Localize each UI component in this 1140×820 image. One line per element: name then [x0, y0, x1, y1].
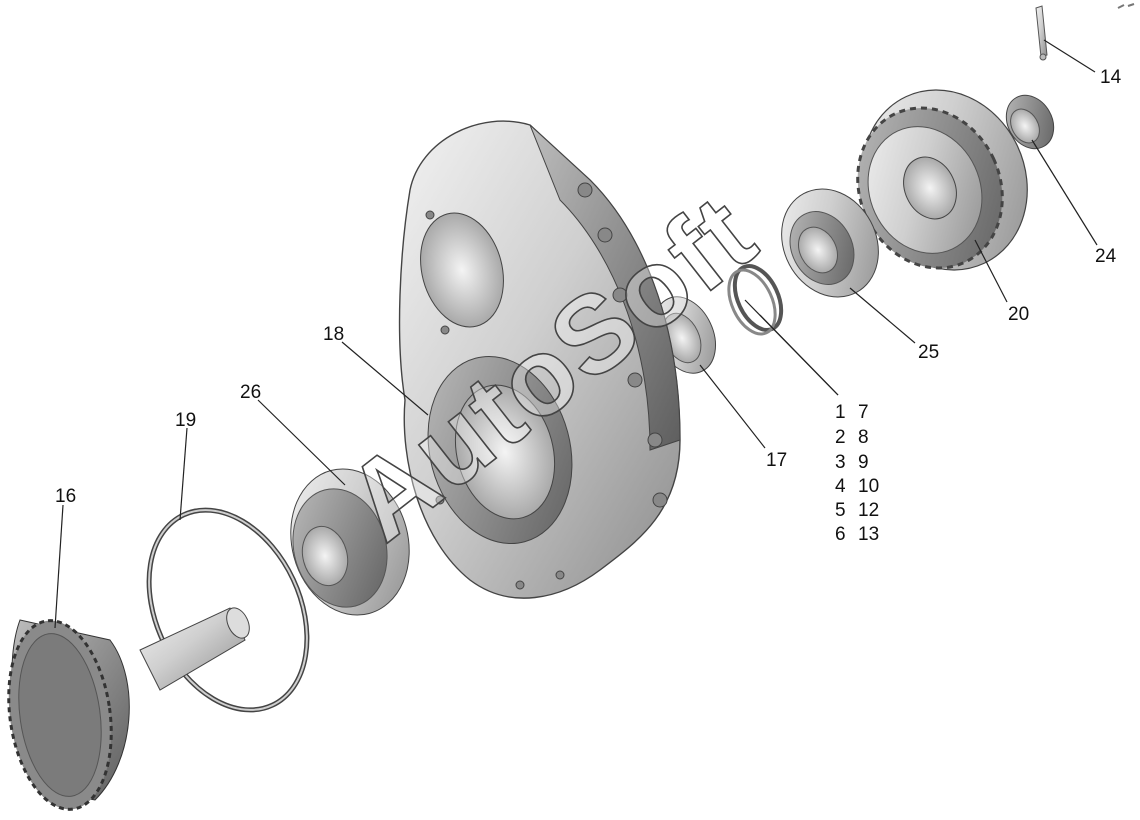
callout-13: 13 — [858, 524, 879, 545]
pin-part — [1035, 3, 1135, 61]
ball-bearing-part — [781, 188, 879, 298]
callout-12: 12 — [858, 500, 879, 521]
callout-9: 9 — [858, 452, 869, 473]
callout-18: 18 — [323, 324, 344, 345]
callout-7: 7 — [858, 402, 869, 423]
callout-26: 26 — [240, 382, 261, 403]
leader-lines — [54, 39, 1098, 629]
callout-2: 2 — [835, 427, 846, 448]
callout-16: 16 — [55, 486, 76, 507]
callout-1: 1 — [835, 402, 846, 423]
callout-5: 5 — [835, 500, 846, 521]
gearbox-housing-part — [398, 120, 681, 599]
grouped-callout-list: 1 7 2 8 3 9 4 10 5 12 6 13 — [835, 402, 879, 545]
callout-19: 19 — [175, 410, 196, 431]
bevel-pinion-part — [7, 607, 250, 811]
callout-labels: 14 24 20 25 17 18 26 19 16 1 7 2 8 3 9 4… — [55, 67, 1122, 545]
callout-17: 17 — [766, 450, 787, 471]
callout-8: 8 — [858, 427, 869, 448]
spur-gear-part — [856, 89, 1028, 271]
callout-3: 3 — [835, 452, 846, 473]
callout-10: 10 — [858, 476, 879, 497]
callout-14: 14 — [1100, 67, 1122, 88]
callout-4: 4 — [835, 476, 846, 497]
callout-20: 20 — [1008, 304, 1029, 325]
callout-25: 25 — [918, 342, 939, 363]
callout-6: 6 — [835, 524, 846, 545]
callout-24: 24 — [1095, 246, 1117, 267]
castle-nut-part — [1005, 94, 1055, 150]
